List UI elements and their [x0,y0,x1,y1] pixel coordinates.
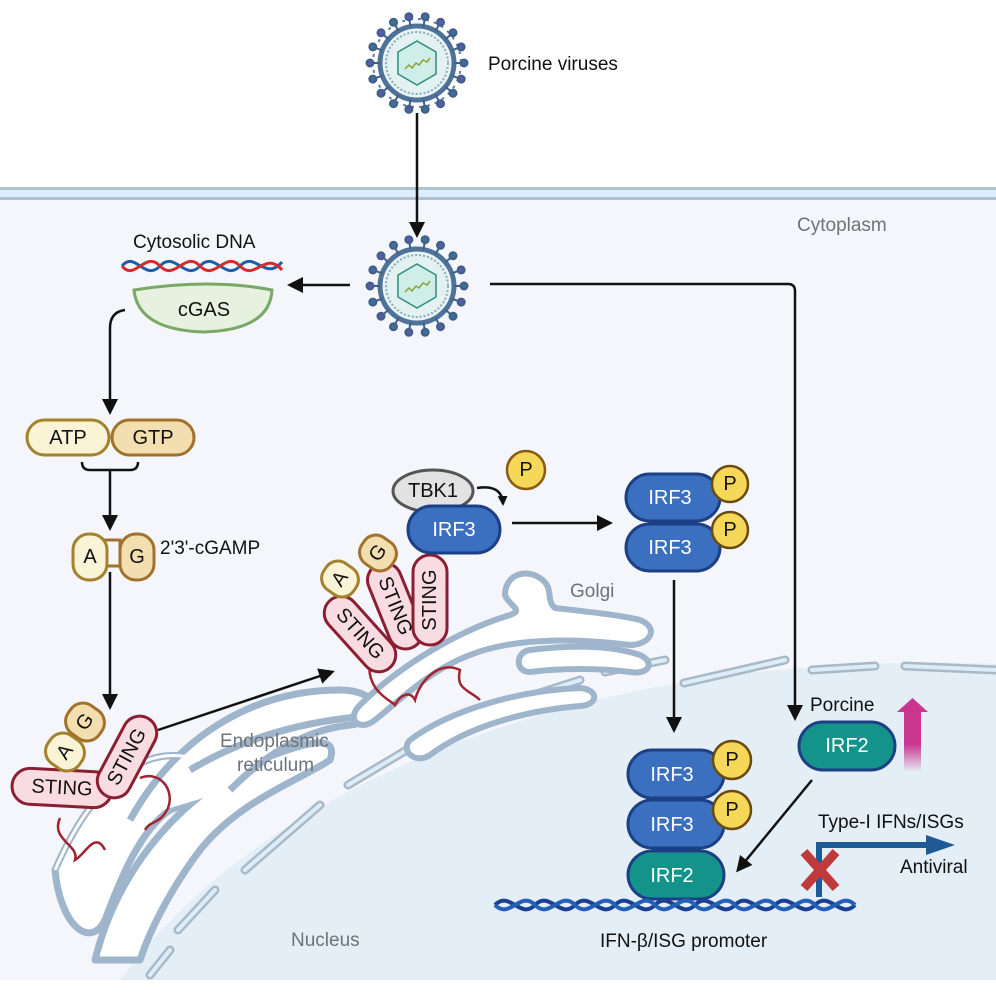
virus-spike-head [404,12,414,22]
svg-text:STING: STING [419,569,441,630]
svg-text:TBK1: TBK1 [408,480,458,502]
arrow-virus-to-irf2 [490,282,803,721]
virus-spike-head [448,88,458,98]
arrow-sting-er-to-golgi [157,668,335,732]
virus-spike-head [456,42,466,52]
irf3-dimer-cytoplasm: IRF3 IRF3 P P [624,464,750,573]
irf2-porcine: IRF2 [797,720,897,772]
virus-spike-head [389,240,398,250]
svg-text:IRF2: IRF2 [650,865,693,887]
virus-spike-head [368,74,378,84]
svg-text:P: P [723,519,736,541]
extracellular-space [0,0,996,190]
virus-spike-head [448,251,458,261]
virus-spike-head [456,74,466,84]
plasma-membrane [0,187,996,200]
virus-spike-head [404,104,414,114]
svg-text:IRF3: IRF3 [650,814,693,836]
virus-spike-head [376,88,386,98]
sting-er-complex: STING STING A G [10,701,171,863]
virus-spike-head [459,58,469,68]
virus-spike-head [456,265,466,275]
antiviral-label: Antiviral [900,857,968,878]
virus-spike-head [420,327,430,337]
gene-label: Type-I IFNs/ISGs [818,812,964,833]
porcine-label: Porcine [810,695,874,716]
svg-text:IRF2: IRF2 [825,735,868,757]
virus-spike-head [456,297,466,307]
virus-spike-head [420,12,430,22]
cytosolic-dna-label: Cytosolic DNA [133,232,256,253]
virus-spike-head [368,42,378,52]
promoter-label: IFN-β/ISG promoter [600,931,768,952]
virus-spike-head [459,281,469,291]
arrow-cgas-to-atp [102,308,126,415]
svg-text:G: G [129,546,145,568]
gene-expression-arrow [816,835,955,897]
atp-molecule: ATP [25,418,111,457]
virus-internalized-icon [365,235,469,337]
virus-spike-head [448,28,458,38]
arrow-irf2-to-complex [736,779,813,873]
endoplasmic-reticulum [51,686,381,964]
virus-spike-head [376,28,386,38]
svg-text:P: P [519,459,532,481]
golgi-label: Golgi [570,581,614,602]
virus-spike-head [404,327,414,337]
virus-spike-head [368,297,378,307]
virus-spike-head [436,240,445,250]
virus-spike-head [389,99,398,109]
svg-text:P: P [723,473,736,495]
virus-spike-head [436,322,445,332]
virus-spike-head [448,311,458,321]
svg-text:P: P [725,749,738,771]
irf3-unphosphorylated: IRF3 [406,504,502,555]
svg-text:GTP: GTP [132,427,173,449]
er-label-line1: Endoplasmic [220,731,329,752]
er-label-line2: reticulum [237,755,314,776]
virus-spike-head [389,322,398,332]
virus-spike-head [376,311,386,321]
block-x-icon [800,849,840,891]
svg-text:STING: STING [31,775,93,800]
nucleus-label: Nucleus [291,930,360,951]
virus-spike-head [368,265,378,275]
virus-spike-head [420,235,430,245]
cgamp-label: 2'3'-cGAMP [160,538,260,559]
cgas-enzyme [132,282,274,334]
virus-spike-head [376,251,386,261]
virus-spike-head [420,104,430,114]
virus-spike-head [404,235,414,245]
svg-text:ATP: ATP [49,427,86,449]
gtp-molecule: GTP [110,418,196,457]
virus-icon [365,12,469,114]
golgi-apparatus [350,570,654,762]
nucleus-region [120,662,996,980]
svg-text:P: P [725,799,738,821]
virus-spike-head [365,281,375,291]
bottom-margin [0,980,996,996]
cytoplasm-label: Cytoplasm [797,215,887,236]
virus-spike-head [436,17,445,27]
promoter-dna-icon [493,898,857,912]
virus-spike-head [365,58,375,68]
virus-label: Porcine viruses [488,54,618,75]
cgamp-molecule: A G [71,532,156,582]
phosphate-free: P [505,449,547,491]
cytosolic-dna-icon [120,259,284,273]
cgas-label: cGAS [178,299,230,321]
arrow-tbk1-phosphorylates [476,486,508,506]
irf3-irf2-complex: IRF3 IRF3 IRF2 P P [626,739,753,901]
virus-spike-head [436,99,445,109]
virus-spike-head [389,17,398,27]
svg-text:A: A [83,546,97,568]
svg-text:IRF3: IRF3 [648,487,691,509]
svg-text:IRF3: IRF3 [648,537,691,559]
svg-text:IRF3: IRF3 [650,764,693,786]
upregulation-arrow-icon [897,698,928,772]
svg-text:IRF3: IRF3 [432,519,475,541]
